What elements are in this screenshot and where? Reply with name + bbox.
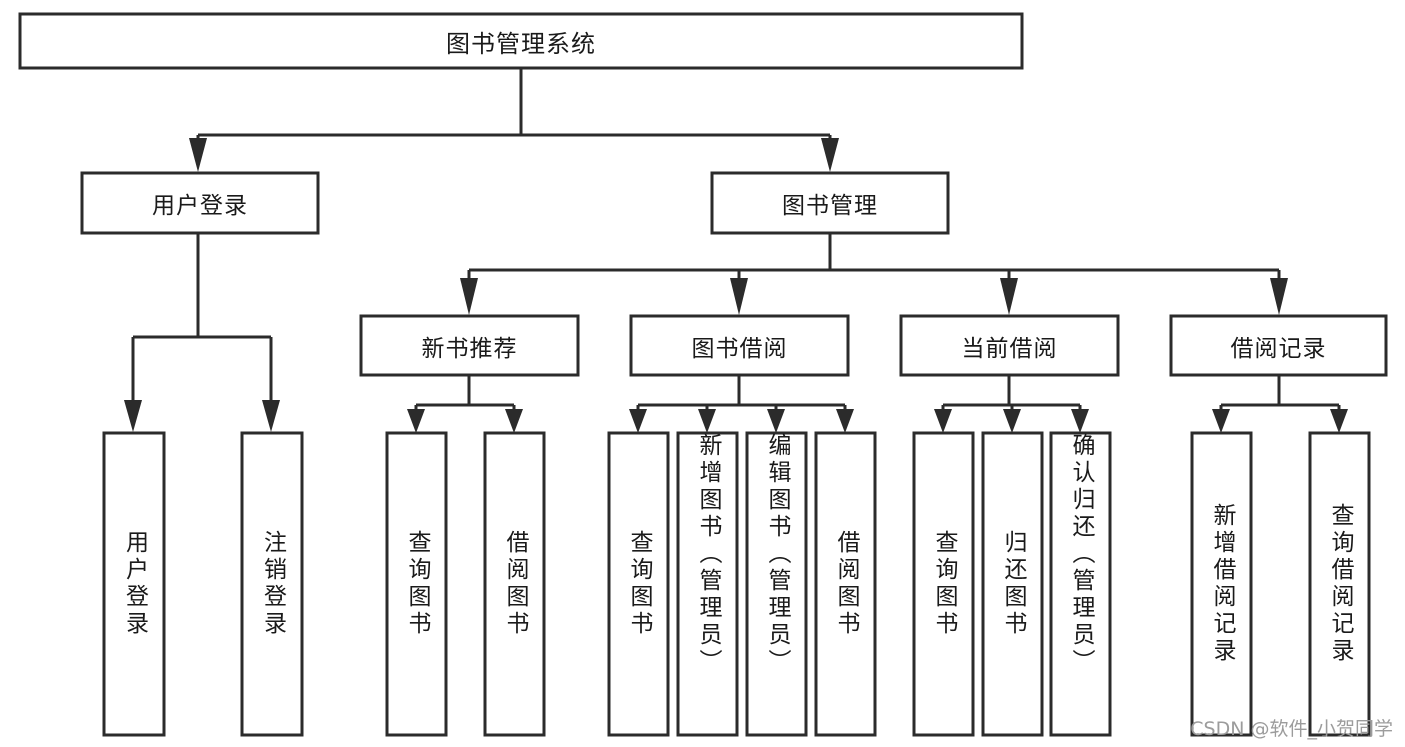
arrow-to-leaf-user-login <box>124 400 142 432</box>
leaf-box-add-book-admin[interactable] <box>676 431 739 737</box>
arrow-bb-leaf-0 <box>629 409 647 433</box>
arrow-nbr-leaf-0 <box>407 409 425 433</box>
arrow-nbr-leaf-1 <box>505 409 523 433</box>
node-borrow-record-box[interactable] <box>1169 314 1388 377</box>
arrow-to-user-login <box>189 138 207 172</box>
leaf-box-edit-book-admin[interactable] <box>745 431 808 737</box>
arrow-to-book-borrow <box>730 278 748 315</box>
arrow-to-leaf-logout <box>262 400 280 432</box>
node-current-borrow-box[interactable] <box>899 314 1120 377</box>
node-root-box[interactable] <box>18 12 1024 70</box>
node-book-borrow-box[interactable] <box>629 314 850 377</box>
leaf-box-return-book[interactable] <box>981 431 1044 737</box>
leaf-box-logout[interactable] <box>240 431 304 737</box>
arrow-br-leaf-1 <box>1330 409 1348 433</box>
arrow-to-new-book-recommend <box>460 278 478 315</box>
leaf-box-query-book-cb[interactable] <box>912 431 975 737</box>
node-book-management-box[interactable] <box>710 171 950 235</box>
leaf-box-confirm-return-admin[interactable] <box>1049 431 1112 737</box>
arrow-br-leaf-0 <box>1212 409 1230 433</box>
arrow-bb-leaf-1 <box>698 409 716 433</box>
arrow-to-book-management <box>821 138 839 172</box>
leaf-box-query-borrow-record[interactable] <box>1308 431 1371 737</box>
arrow-bb-leaf-2 <box>767 409 785 433</box>
node-user-login-box[interactable] <box>80 171 320 235</box>
arrow-cb-leaf-2 <box>1071 409 1089 433</box>
node-new-book-recommend-box[interactable] <box>359 314 580 377</box>
arrow-cb-leaf-1 <box>1003 409 1021 433</box>
arrow-cb-leaf-0 <box>934 409 952 433</box>
leaf-box-user-login[interactable] <box>102 431 166 737</box>
leaf-box-query-book-nbr[interactable] <box>385 431 448 737</box>
arrow-bb-leaf-3 <box>836 409 854 433</box>
leaf-box-query-book-bb[interactable] <box>607 431 670 737</box>
leaf-box-add-borrow-record[interactable] <box>1190 431 1253 737</box>
arrow-to-current-borrow <box>1000 278 1018 315</box>
arrow-to-borrow-record <box>1270 278 1288 315</box>
leaf-box-borrow-book-bb[interactable] <box>814 431 877 737</box>
leaf-box-borrow-book-nbr[interactable] <box>483 431 546 737</box>
